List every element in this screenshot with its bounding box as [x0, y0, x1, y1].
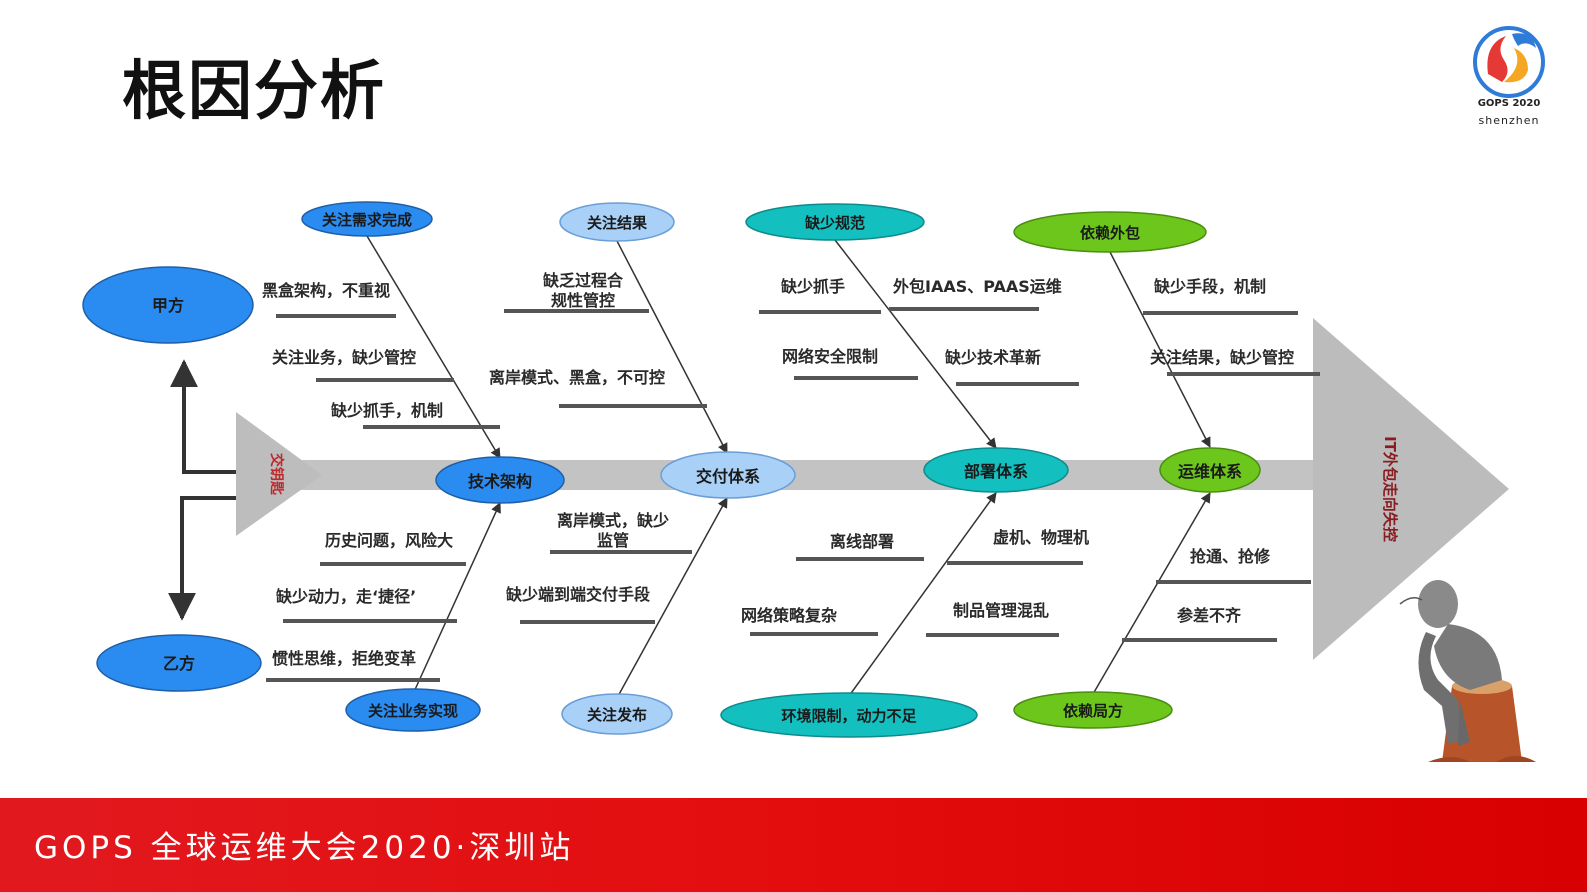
cause-label: 惯性思维，拒绝变革	[272, 649, 416, 668]
cause-label: 关注业务，缺少管控	[272, 348, 416, 367]
logo-line1: GOPS 2020	[1477, 98, 1541, 109]
cause-label: 网络策略复杂	[741, 606, 837, 625]
cause-business	[345, 688, 481, 732]
party-b-label: 乙方	[163, 654, 195, 673]
head-label: 交钥匙	[268, 453, 285, 496]
cause-label: 黑盒架构，不重视	[262, 281, 390, 300]
cause-release	[561, 693, 673, 735]
underline	[320, 562, 466, 566]
underline	[504, 309, 649, 313]
underline	[276, 314, 396, 318]
underline	[1167, 372, 1320, 376]
underline	[283, 619, 457, 623]
cause-result	[559, 202, 675, 242]
cause-outsourcing-label: 依赖外包	[1080, 224, 1140, 242]
underline	[1143, 311, 1298, 315]
node-delivery	[660, 451, 796, 499]
underline	[889, 307, 1039, 311]
underline	[956, 382, 1079, 386]
cause-label: 离线部署	[830, 532, 894, 551]
party-a-ellipse	[82, 266, 254, 344]
tail-triangle	[236, 412, 322, 536]
cause-no-spec	[745, 203, 925, 241]
bone-outsourcing	[1109, 251, 1211, 448]
cause-no-spec-label: 缺少规范	[804, 214, 865, 232]
underline	[316, 378, 454, 382]
cause-label: 规性管控	[551, 291, 615, 310]
cause-result-label: 关注结果	[587, 214, 648, 232]
node-delivery-label: 交付体系	[696, 467, 760, 486]
footer-bar: GOPS 全球运维大会2020·深圳站	[0, 798, 1587, 892]
cause-business-label: 关注业务实现	[368, 702, 458, 720]
cause-label: 缺乏过程合	[543, 271, 624, 290]
bone-result	[616, 240, 728, 454]
node-tech-arch	[435, 456, 565, 504]
cause-label: 监管	[597, 531, 629, 550]
node-tech-arch-label: 技术架构	[468, 472, 532, 491]
thinker-illustration	[1399, 580, 1536, 762]
logo-line2: shenzhen	[1478, 114, 1540, 127]
arrow-to-party-a	[170, 359, 236, 474]
arrow-to-party-b	[168, 496, 236, 621]
node-deploy	[923, 447, 1069, 493]
underline	[1122, 638, 1277, 642]
underline	[796, 557, 924, 561]
cause-label: 关注结果，缺少管控	[1150, 348, 1294, 367]
effect-head	[1313, 318, 1509, 660]
underline	[266, 678, 440, 682]
cause-label: 缺少动力，走‘捷径’	[276, 587, 416, 606]
underline	[926, 633, 1059, 637]
underline	[550, 550, 692, 554]
gops-flame-icon	[1473, 26, 1545, 98]
cause-label: 虚机、物理机	[993, 528, 1089, 547]
fishbone-diagram: 交钥匙 IT外包走向失控 甲方 乙方	[82, 201, 1536, 762]
page-title: 根因分析	[122, 55, 386, 129]
underline	[559, 404, 707, 408]
bone-no-spec	[834, 239, 997, 449]
cause-local	[1013, 691, 1173, 729]
cause-label: 缺少抓手	[781, 277, 845, 296]
node-ops	[1159, 447, 1261, 493]
cause-env-label: 环境限制，动力不足	[781, 707, 917, 725]
party-b-ellipse	[96, 634, 262, 692]
party-a-label: 甲方	[152, 296, 184, 315]
cause-label: 网络安全限制	[782, 347, 878, 366]
cause-label: 缺少技术革新	[945, 348, 1041, 367]
cause-local-label: 依赖局方	[1063, 702, 1123, 720]
cause-label: 参差不齐	[1177, 606, 1242, 625]
cause-label: 制品管理混乱	[953, 601, 1049, 620]
underline	[759, 310, 881, 314]
gops-logo: GOPS 2020 shenzhen	[1466, 14, 1552, 132]
cause-label: 缺少抓手，机制	[331, 401, 443, 420]
underline	[363, 425, 500, 429]
cause-label: 抢通、抢修	[1190, 547, 1271, 566]
cause-label: 缺少端到端交付手段	[506, 585, 651, 604]
cause-requirement-label: 关注需求完成	[322, 211, 412, 229]
underline	[750, 632, 878, 636]
effect-label: IT外包走向失控	[1381, 436, 1399, 542]
bone-env	[848, 492, 997, 697]
underline	[1156, 580, 1311, 584]
underline	[520, 620, 655, 624]
cause-label: 离岸模式、黑盒，不可控	[489, 368, 665, 387]
bone-requirement	[366, 235, 501, 459]
node-ops-label: 运维体系	[1178, 462, 1242, 481]
cause-release-label: 关注发布	[587, 706, 647, 724]
cause-label: 历史问题，风险大	[325, 531, 453, 550]
cause-env	[720, 692, 978, 738]
underline	[794, 376, 918, 380]
cause-requirement	[301, 201, 433, 237]
node-deploy-label: 部署体系	[964, 462, 1028, 481]
cause-label: 外包IAAS、PAAS运维	[892, 277, 1062, 296]
cause-label: 离岸模式，缺少	[557, 511, 669, 530]
cause-label: 缺少手段，机制	[1154, 277, 1266, 296]
cause-outsourcing	[1013, 211, 1207, 253]
underline	[947, 561, 1083, 565]
bone-local	[1092, 492, 1211, 695]
bone-business	[412, 502, 501, 695]
footer-text: GOPS 全球运维大会2020·深圳站	[34, 830, 575, 866]
bone-release	[616, 497, 728, 699]
